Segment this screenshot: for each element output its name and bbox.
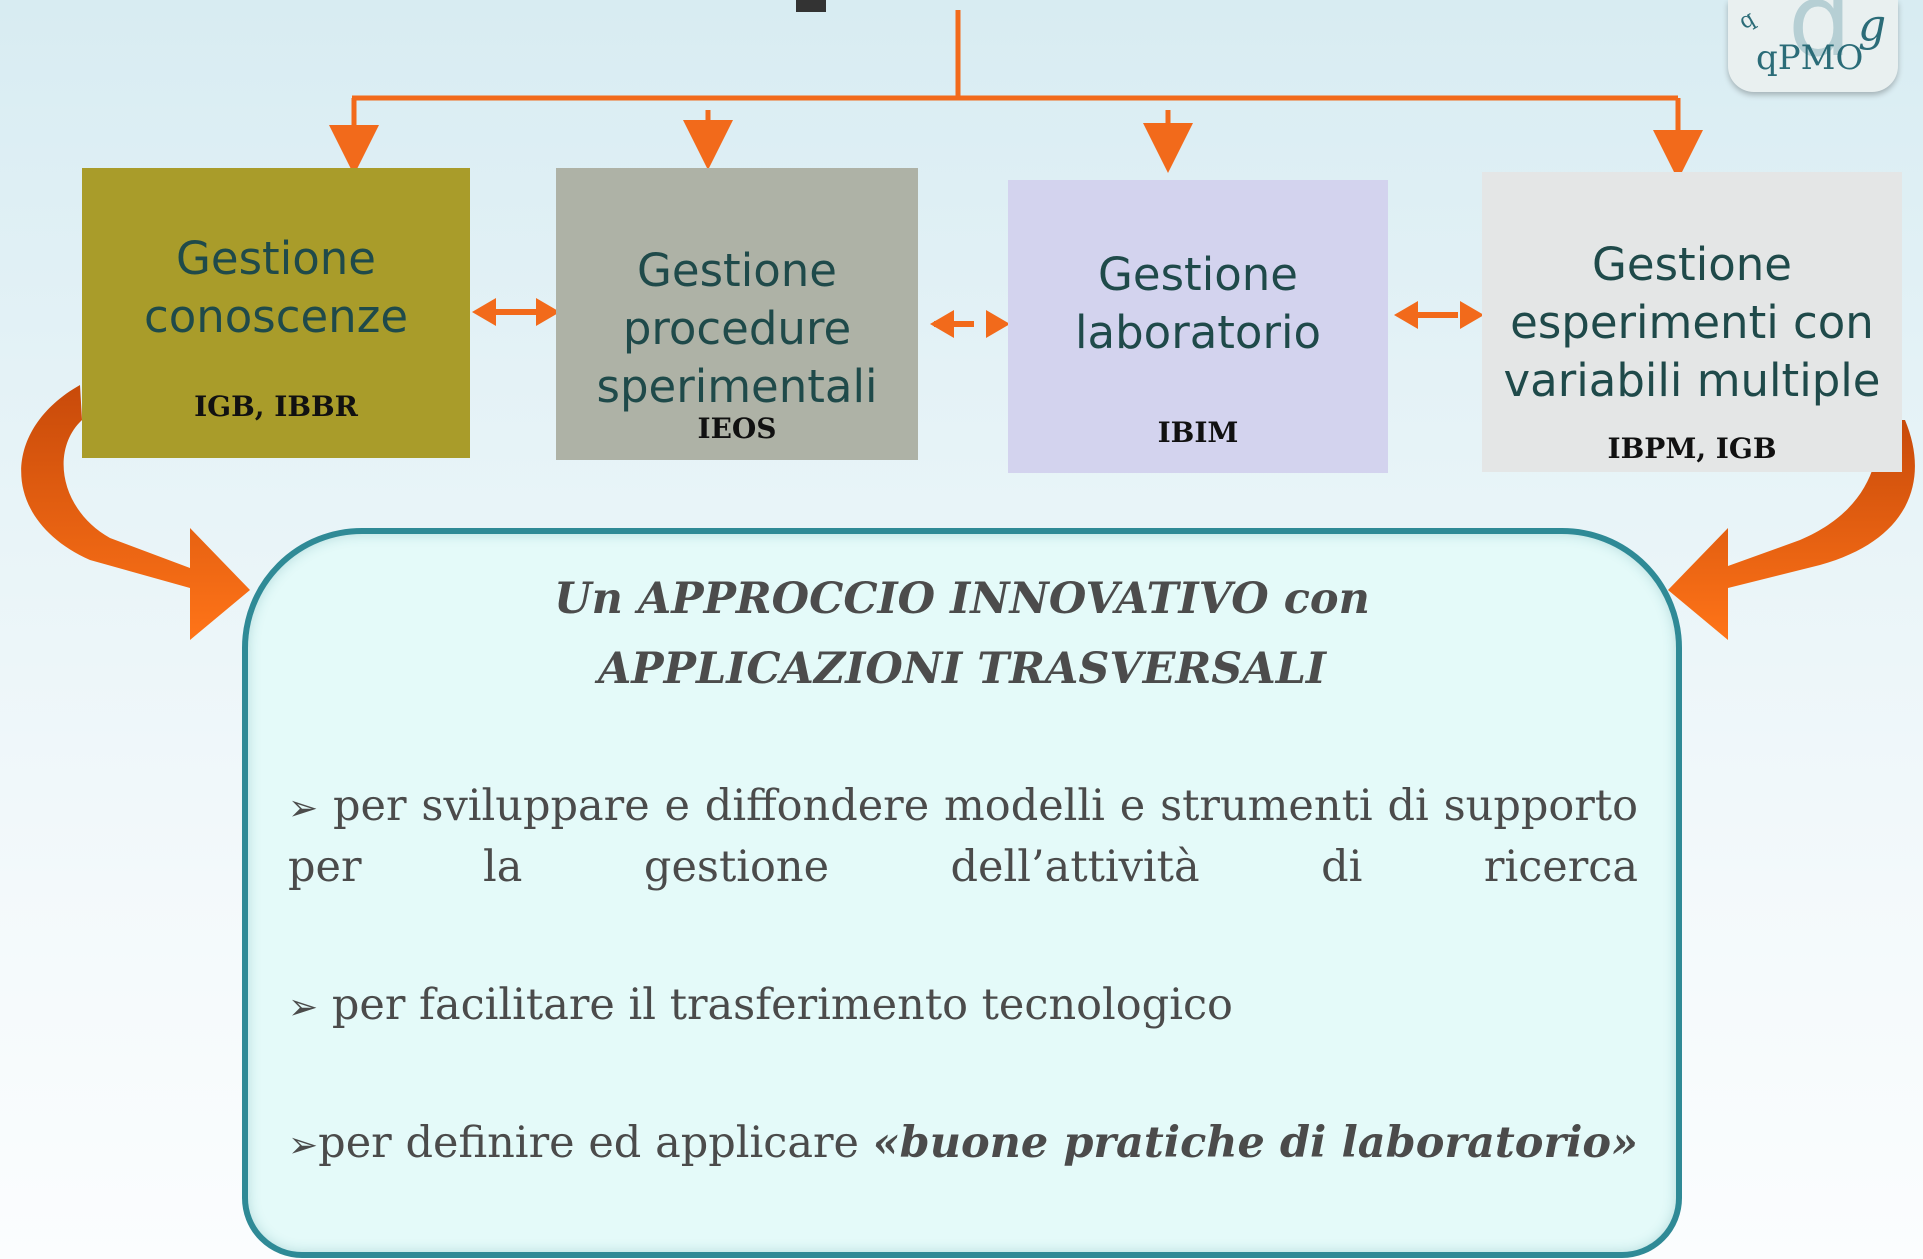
logo-letter-d: d [1788, 0, 1852, 79]
box-gestione-laboratorio: Gestione laboratorio IBIM [1008, 180, 1388, 473]
approach-summary-box: Un APPROCCIO INNOVATIVO con APPLICAZIONI… [242, 528, 1682, 1258]
bullet-arrow-icon: ➢ [288, 788, 319, 829]
bullet-text-2: per facilitare il trasferimento tecnolog… [331, 980, 1233, 1030]
box-tag: IGB, IBBR [194, 390, 358, 423]
logo-letter-g: g [1858, 0, 1887, 51]
bullet-arrow-icon: ➢ [288, 987, 319, 1028]
curved-arrow-right [1668, 420, 1915, 640]
headline-line-2: APPLICAZIONI TRASVERSALI [597, 644, 1327, 694]
double-arrow-1-2 [472, 298, 560, 326]
double-arrow-2-3 [930, 310, 1010, 338]
box-title: Gestione procedure sperimentali [596, 244, 878, 413]
box-title: Gestione laboratorio [1075, 248, 1321, 359]
bullet-item-3: ➢per definire ed applicare «buone pratic… [288, 1114, 1638, 1175]
box-gestione-esperimenti: Gestione esperimenti con variabili multi… [1482, 172, 1902, 472]
bullet-item-2: ➢ per facilitare il trasferimento tecnol… [288, 976, 1638, 1037]
box-gestione-conoscenze: Gestione conoscenze IGB, IBBR [82, 168, 470, 458]
logo-wordmark: qPMO [1756, 38, 1864, 78]
box-tag: IBPM, IGB [1607, 432, 1777, 465]
title-fragment [796, 0, 826, 12]
bullet-item-1: ➢ per sviluppare e diffondere modelli e … [288, 777, 1638, 896]
qpmo-logo: q d g qPMO [1728, 0, 1898, 92]
curved-arrow-left [21, 385, 250, 640]
box-gestione-procedure: Gestione procedure sperimentali IEOS [556, 168, 918, 460]
box-title: Gestione esperimenti con variabili multi… [1503, 238, 1881, 407]
bullet-arrow-icon: ➢ [288, 1125, 319, 1166]
logo-small-q: q [1734, 6, 1760, 35]
double-arrow-3-4 [1394, 301, 1484, 329]
bullet-text-3-emphasis: «buone pratiche di laboratorio» [872, 1118, 1638, 1168]
box-tag: IEOS [697, 412, 777, 445]
bullet-text-3: per definire ed applicare [318, 1118, 859, 1168]
box-tag: IBIM [1157, 416, 1239, 449]
headline-line-1: Un APPROCCIO INNOVATIVO con [554, 574, 1370, 624]
box-title: Gestione conoscenze [143, 232, 409, 343]
bullet-text-1: per sviluppare e diffondere modelli e st… [288, 781, 1639, 892]
